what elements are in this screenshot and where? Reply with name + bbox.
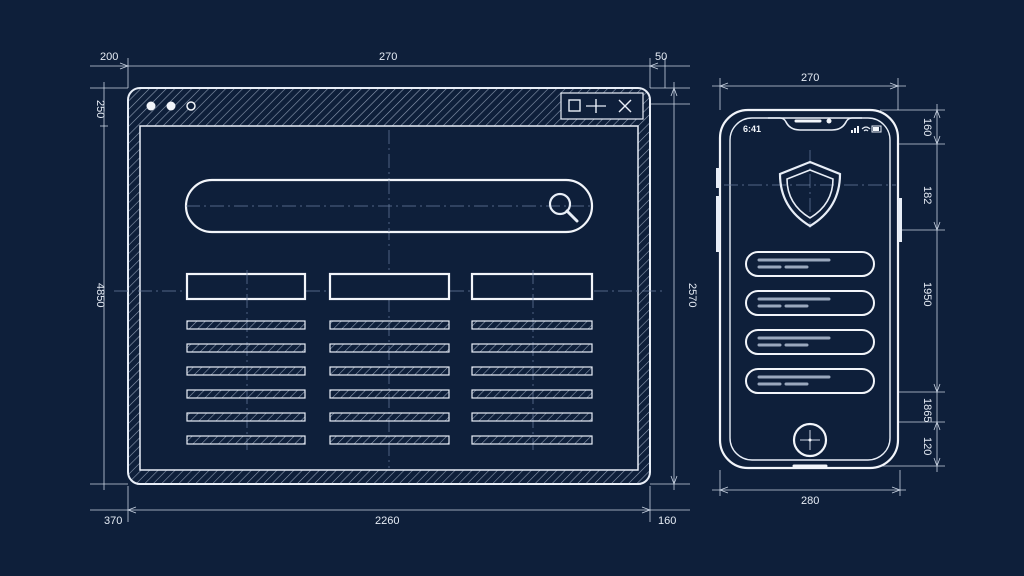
table-row [186, 389, 593, 399]
phone-camera [826, 118, 832, 124]
table-cell [471, 320, 593, 330]
table-cell [329, 343, 450, 353]
desktop-window: 200 270 50 370 2260 160 250 4850 2570 [90, 51, 698, 527]
table-cell [329, 435, 450, 445]
table-header-cell [328, 272, 451, 301]
window-buttons [560, 92, 644, 120]
mobile-dim-top-width: 270 [801, 72, 819, 84]
desktop-right-dimension: 2570 [670, 82, 698, 490]
dim-bottom-right: 160 [658, 515, 676, 527]
table-row [186, 343, 593, 353]
mobile-list [745, 251, 875, 394]
table-row [186, 412, 593, 422]
table-cell [186, 343, 306, 353]
table-cell [329, 389, 450, 399]
table-row [186, 435, 593, 445]
table-cell [186, 366, 306, 376]
table-cell [329, 320, 450, 330]
table-cell [471, 343, 593, 353]
table-cell [329, 412, 450, 422]
dim-right-height: 2570 [686, 283, 698, 307]
data-table [185, 270, 594, 450]
list-item[interactable] [745, 251, 875, 277]
table-cell [471, 389, 593, 399]
list-item[interactable] [745, 329, 875, 355]
mobile-bottom-dimension: 280 [712, 486, 906, 507]
mobile-dim-lower-height: 1865 [921, 398, 933, 422]
signal-icon [851, 126, 859, 133]
phone-side-button[interactable] [716, 168, 720, 188]
table-header-cell [470, 272, 594, 301]
dim-bottom-left: 370 [104, 515, 122, 527]
mobile-dim-list-height: 1950 [921, 282, 933, 306]
search-icon[interactable] [548, 192, 579, 223]
table-header [185, 270, 594, 450]
list-item[interactable] [745, 290, 875, 316]
table-cell [471, 366, 593, 376]
table-cell [471, 435, 593, 445]
phone-side-button[interactable] [898, 198, 902, 242]
mobile-device: 270 280 160 182 1950 1865 120 [712, 72, 945, 507]
table-cell [186, 389, 306, 399]
table-row [186, 320, 593, 330]
desktop-left-dimension: 250 4850 [94, 82, 108, 490]
table-cell [186, 435, 306, 445]
battery-icon [871, 125, 882, 133]
phone-notch [768, 117, 862, 131]
wifi-icon [861, 126, 871, 132]
table-cell [329, 366, 450, 376]
dot-icon[interactable] [146, 101, 156, 111]
table-body [186, 320, 593, 445]
table-cell [471, 412, 593, 422]
list-item[interactable] [745, 368, 875, 394]
phone-side-button[interactable] [716, 196, 720, 252]
dot-icon[interactable] [166, 101, 176, 111]
shield-icon [778, 160, 842, 228]
table-row [186, 366, 593, 376]
search-bar[interactable] [184, 178, 594, 234]
desktop-extension-lines [90, 58, 690, 522]
mobile-dim-status-height: 160 [921, 118, 933, 136]
mobile-dim-home-height: 120 [921, 437, 933, 455]
close-icon[interactable] [618, 99, 632, 113]
minimize-icon[interactable] [586, 99, 606, 113]
home-button[interactable] [792, 422, 828, 458]
crosshair-icon [800, 430, 820, 450]
table-cell [186, 320, 306, 330]
mobile-dim-bottom-width: 280 [801, 495, 819, 507]
status-time: 6:41 [743, 124, 761, 134]
dim-top-left: 200 [100, 51, 118, 63]
table-header-cell [185, 272, 307, 301]
circle-icon[interactable] [186, 101, 196, 111]
mobile-top-dimension: 270 [712, 72, 906, 90]
dim-left-header: 250 [94, 100, 106, 118]
table-cell [186, 412, 306, 422]
dim-left-height: 4850 [94, 283, 106, 307]
dim-top-width: 270 [379, 51, 397, 63]
mobile-dim-hero-height: 182 [921, 186, 933, 204]
maximize-icon[interactable] [568, 99, 581, 112]
desktop-bottom-dimension: 370 2260 160 [90, 506, 690, 527]
dim-top-right: 50 [655, 51, 667, 63]
dim-bottom-width: 2260 [375, 515, 399, 527]
mobile-right-dimension: 160 182 1950 1865 120 [921, 104, 941, 472]
desktop-top-dimension: 200 270 50 [90, 51, 690, 70]
